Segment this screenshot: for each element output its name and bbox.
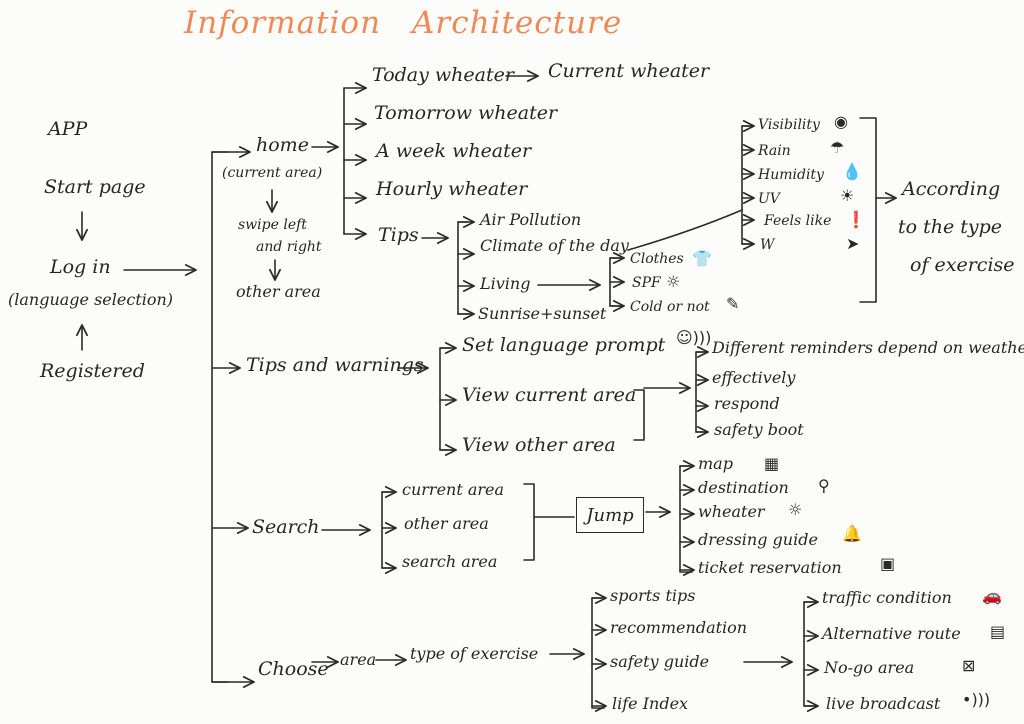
jump-ticket-reservation: ticket reservation xyxy=(698,558,842,577)
thermometer-icon: ❗ xyxy=(846,210,866,229)
other-area-label: other area xyxy=(236,282,321,301)
according-line-1: According xyxy=(902,178,1001,200)
traffic-condition: traffic condition xyxy=(822,588,952,607)
jump-box: Jump xyxy=(576,497,644,533)
tips-label: Tips xyxy=(378,224,419,246)
car-icon: 🚗 xyxy=(982,586,1002,605)
sports-tips: sports tips xyxy=(610,586,696,605)
type-of-exercise: type of exercise xyxy=(410,644,539,663)
shirt-icon: 👕 xyxy=(692,249,712,268)
air-pollution: Air Pollution xyxy=(480,210,582,229)
pin-icon: ⚲ xyxy=(818,476,830,495)
different-reminders: Different reminders depend on weather xyxy=(712,338,1024,357)
app-label: APP xyxy=(48,118,88,140)
language-selection-label: (language selection) xyxy=(8,290,174,309)
sun-icon: ☀ xyxy=(840,186,855,205)
home-current-area: (current area) xyxy=(222,165,323,181)
uv: UV xyxy=(758,191,780,207)
hourly-wheater: Hourly wheater xyxy=(376,178,528,200)
map-icon: ▦ xyxy=(764,454,780,473)
safety-guide: safety guide xyxy=(610,652,710,671)
tomorrow-wheater: Tomorrow wheater xyxy=(374,102,558,124)
registered-label: Registered xyxy=(40,360,145,382)
search-search-area: search area xyxy=(402,552,498,571)
umbrella-icon: ☂ xyxy=(830,138,845,157)
swipe-line-2: and right xyxy=(256,239,322,255)
feels-like: Feels like xyxy=(764,213,832,229)
current-wheater: Current wheater xyxy=(548,60,710,82)
eye-icon: ◉ xyxy=(834,112,848,131)
alternative-route: Alternative route xyxy=(822,624,961,643)
spf: SPF xyxy=(632,275,661,291)
sunrise-sunset: Sunrise+sunset xyxy=(478,304,607,323)
choose-area: area xyxy=(340,650,377,669)
set-language-prompt: Set language prompt xyxy=(462,334,666,356)
life-index: life Index xyxy=(612,694,689,713)
wind-icon: ➤ xyxy=(846,234,860,253)
living: Living xyxy=(480,274,531,293)
pencil-icon: ✎ xyxy=(726,294,740,313)
broadcast-icon: •))) xyxy=(962,690,991,709)
according-line-3: of exercise xyxy=(910,254,1015,276)
according-line-2: to the type xyxy=(898,216,1003,238)
humidity: Humidity xyxy=(758,167,824,183)
jump-destination: destination xyxy=(698,478,789,497)
view-other-area: View other area xyxy=(462,434,616,456)
ticket-icon: ▣ xyxy=(880,554,896,573)
search-other-area: other area xyxy=(404,514,489,533)
choose-label: Choose xyxy=(258,658,329,680)
clothes: Clothes xyxy=(630,251,684,267)
swipe-line-1: swipe left xyxy=(238,217,307,233)
climate-of-the-day: Climate of the day xyxy=(480,236,629,255)
effectively: effectively xyxy=(712,368,796,387)
no-entry-icon: ⊠ xyxy=(962,656,976,675)
log-in-label: Log in xyxy=(50,256,111,278)
bell-icon: 🔔 xyxy=(842,524,862,543)
title-architecture: Architecture xyxy=(412,5,623,41)
respond: respond xyxy=(714,394,780,413)
smiley-sound-icon: ☺))) xyxy=(676,328,712,347)
visibility: Visibility xyxy=(758,117,820,133)
start-page-label: Start page xyxy=(44,176,146,198)
jump-wheater: wheater xyxy=(698,502,765,521)
a-week-wheater: A week wheater xyxy=(376,140,532,162)
jump-label: Jump xyxy=(586,504,634,526)
title-information: Information xyxy=(184,5,382,41)
rain: Rain xyxy=(758,143,791,159)
tips-and-warnings-label: Tips and warnings xyxy=(246,354,424,376)
recommendation: recommendation xyxy=(610,618,748,637)
drop-icon: 💧 xyxy=(842,162,862,181)
safety-boot: safety boot xyxy=(714,420,804,439)
cold-or-not: Cold or not xyxy=(630,299,710,315)
jump-map: map xyxy=(698,454,733,473)
live-broadcast: live broadcast xyxy=(826,694,941,713)
jump-dressing-guide: dressing guide xyxy=(698,530,818,549)
search-label: Search xyxy=(252,516,320,538)
today-wheater: Today wheater xyxy=(372,64,514,86)
view-current-area: View current area xyxy=(462,384,637,406)
sun-icon: ☼ xyxy=(666,272,681,291)
search-current-area: current area xyxy=(402,480,505,499)
home-label: home xyxy=(256,134,309,156)
sun-icon: ☼ xyxy=(788,500,803,519)
document-icon: ▤ xyxy=(990,622,1006,641)
wind: W xyxy=(760,237,775,253)
no-go-area: No-go area xyxy=(824,658,915,677)
